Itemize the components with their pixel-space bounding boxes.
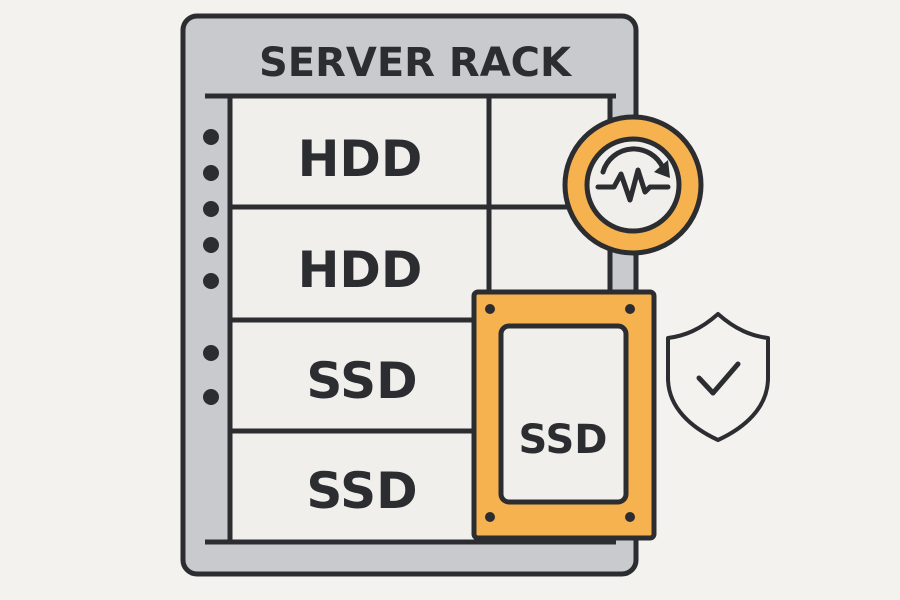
- slot-label: HDD: [298, 130, 423, 188]
- activity-sync-icon: [562, 114, 704, 256]
- mounting-hole: [203, 129, 219, 145]
- slot-label: SSD: [306, 462, 417, 520]
- mounting-hole: [203, 389, 219, 405]
- ssd-screw: [625, 512, 635, 522]
- ssd-screw: [485, 512, 495, 522]
- mounting-hole: [203, 201, 219, 217]
- mounting-hole: [203, 165, 219, 181]
- ssd-screw: [625, 304, 635, 314]
- shield-check-icon: [666, 312, 770, 442]
- rack-title: SERVER RACK: [259, 40, 573, 86]
- slot-label: SSD: [306, 352, 417, 410]
- external-ssd-label: SSD: [518, 417, 607, 463]
- ssd-label-panel: [498, 323, 629, 505]
- mounting-hole: [203, 273, 219, 289]
- mounting-holes: [203, 129, 219, 405]
- external-ssd: SSD: [471, 289, 657, 541]
- ssd-screw: [485, 304, 495, 314]
- mounting-hole: [203, 237, 219, 253]
- mounting-hole: [203, 345, 219, 361]
- slot-label: HDD: [298, 241, 423, 299]
